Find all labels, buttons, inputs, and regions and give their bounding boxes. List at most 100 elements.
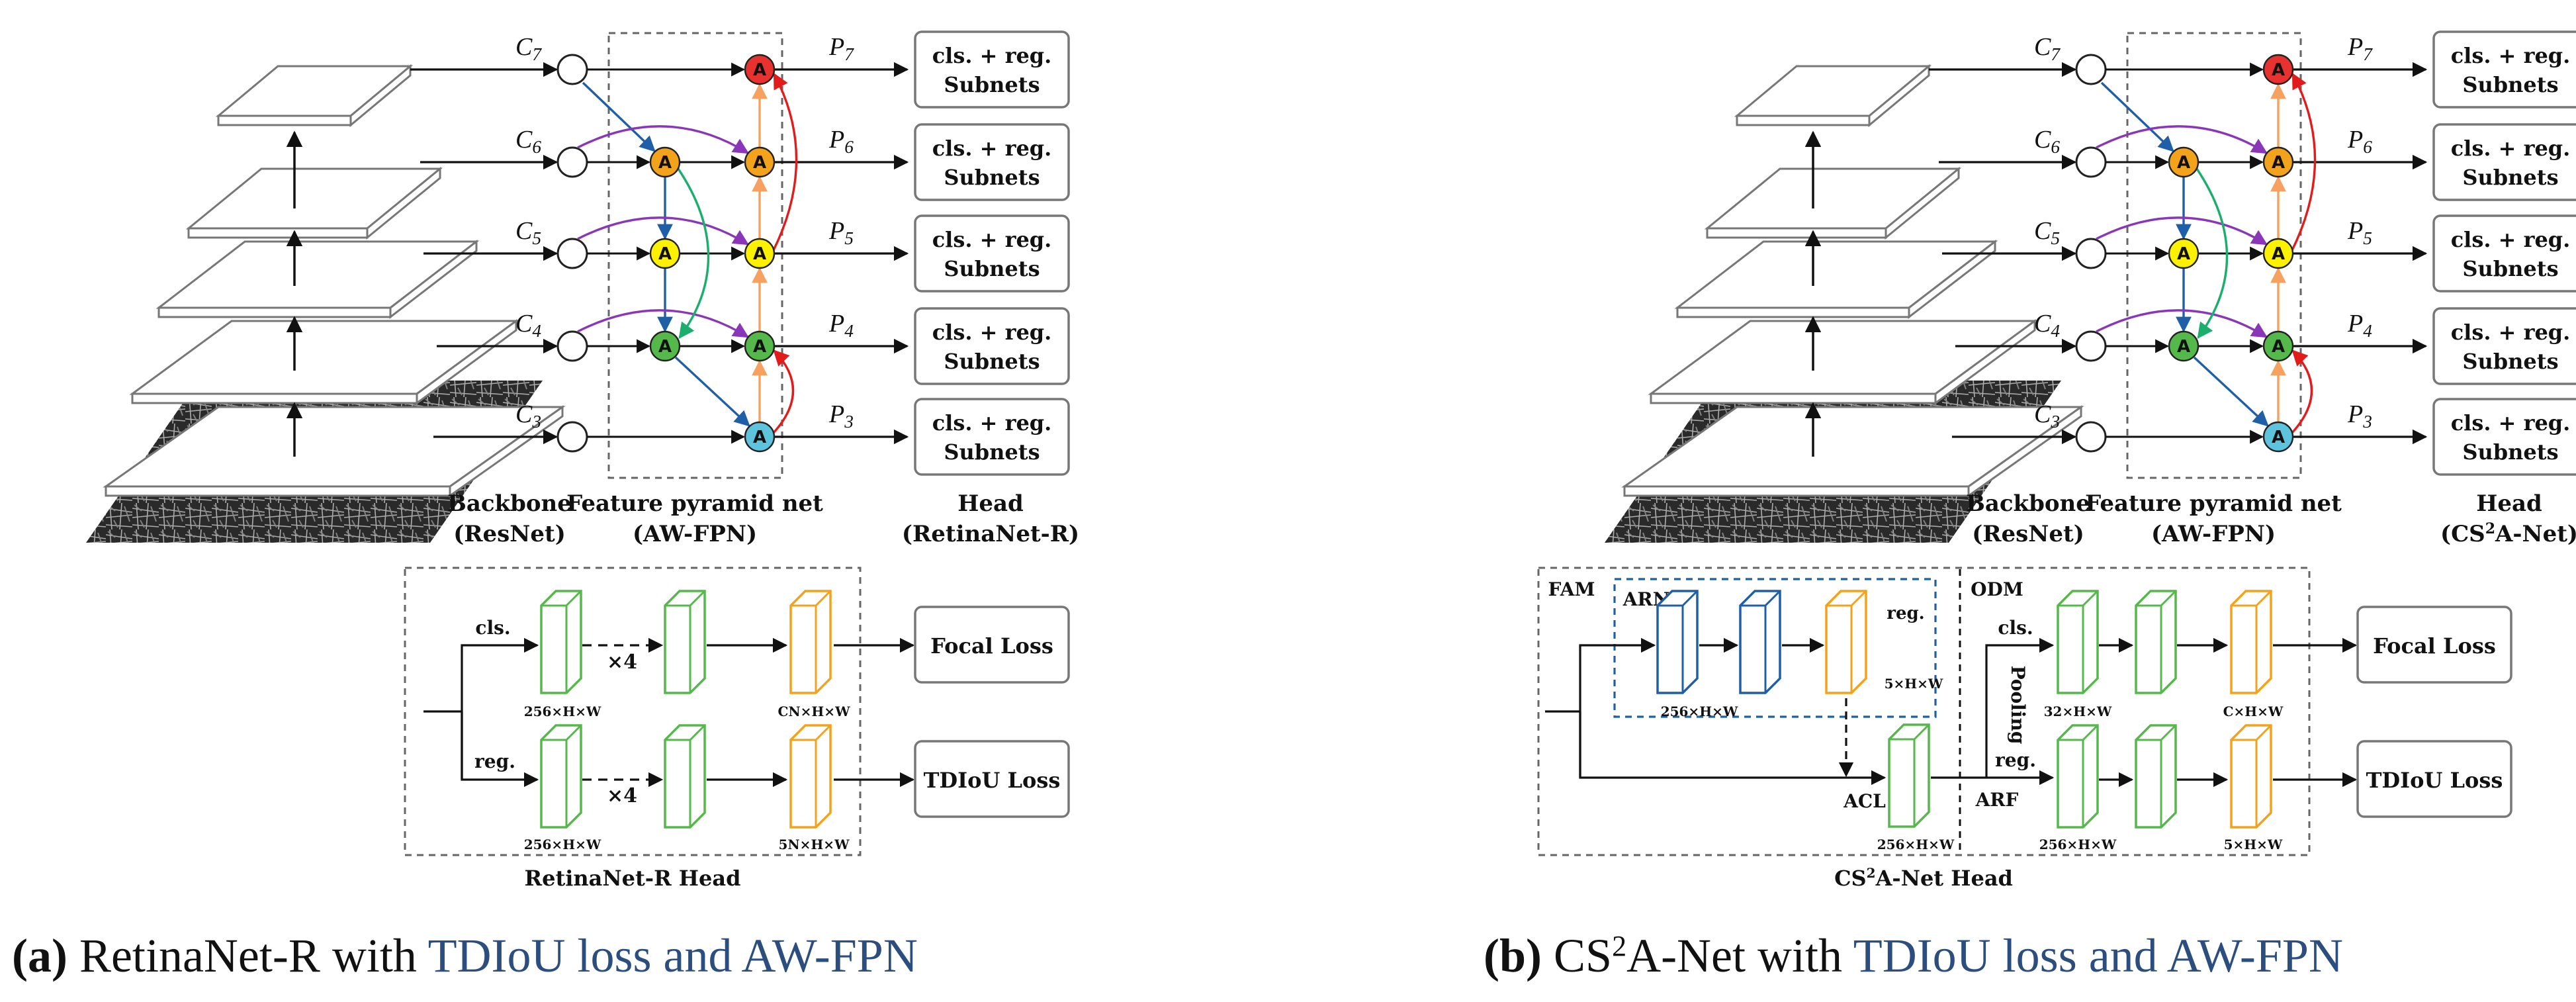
backbone-plate-4 <box>1704 166 1962 240</box>
slab-reg-2-edges <box>665 724 706 827</box>
label-p7: P7 <box>2347 33 2373 64</box>
backbone-plate-3-edge <box>1676 306 1910 318</box>
purple-arc-c6 <box>577 125 750 154</box>
subnet-p7: cls. + reg.Subnets <box>914 30 1070 109</box>
node-p4-circle <box>744 330 776 362</box>
red-arc-p5-p7 <box>772 72 798 252</box>
label-c6: C6 <box>515 126 541 157</box>
caption-head-b-2: (CS2A-Net) <box>2440 520 2576 547</box>
dim-reg-out: 5N×H×W <box>778 837 850 852</box>
dim-odm-c: C×H×W <box>2223 704 2284 719</box>
fpn-dashed-box <box>607 32 783 479</box>
slab-cls-2-edges <box>665 590 706 693</box>
arn-slab-2-edges <box>1740 590 1781 693</box>
backbone-plate-5-edge <box>217 114 352 126</box>
red-arc-p3-p4 <box>2290 349 2313 435</box>
head-cls-label: cls. <box>475 617 510 639</box>
green-arc-a6-a4 <box>2196 168 2229 339</box>
odm-slab-cls-2 <box>2135 590 2177 694</box>
dim-acl: 256×H×W <box>1877 837 1955 852</box>
arn-slab-2-body <box>1739 590 1781 694</box>
label-p6: P6 <box>2347 126 2372 157</box>
odm-cls-label: cls. <box>1998 617 2033 639</box>
node-p4-letter: A <box>753 337 766 357</box>
cs2a-focal-loss-label: Focal Loss <box>2373 633 2496 659</box>
slab-reg-1-edges <box>541 724 582 827</box>
backbone-plate-1-side <box>1967 405 2082 498</box>
subnet-p5-line2: Subnets <box>944 256 1040 281</box>
node-a5-circle <box>2168 238 2199 269</box>
subnet-p6: cls. + reg.Subnets <box>914 123 1070 201</box>
purple-arc-c5 <box>577 216 750 246</box>
arn-slab-reg <box>1825 590 1867 694</box>
node-a5: A <box>2168 238 2199 269</box>
odm-slab-reg-2 <box>2135 724 2177 829</box>
backbone-plate-3-side <box>389 239 478 320</box>
acl-slab <box>1888 723 1930 828</box>
odm-slab-cls-2-edges <box>2136 590 2177 693</box>
subnet-p5-box <box>914 214 1070 293</box>
label-c7: C7 <box>515 33 542 64</box>
node-p3: A <box>744 421 776 453</box>
subnet-p7-line1: cls. + reg. <box>932 43 1052 68</box>
backbone-plate-4-side <box>366 166 441 240</box>
slab-cls-1-edges <box>541 590 582 693</box>
caption-backbone-1: Backbone <box>447 490 572 517</box>
node-a4-circle <box>2168 330 2199 362</box>
node-a6: A <box>649 146 681 178</box>
acl-slab-body <box>1888 723 1930 828</box>
subnet-p3-box <box>914 398 1070 476</box>
cs2a-head-dashed-box <box>1537 567 2311 856</box>
subnet-p4-line1: cls. + reg. <box>932 320 1052 345</box>
node-c5 <box>2075 238 2107 269</box>
subnet-p3: cls. + reg. Subnets <box>2432 398 2576 476</box>
arn-slab-reg-edges <box>1826 590 1867 693</box>
arn-slab-reg-body <box>1825 590 1867 694</box>
blue-arrow-c7-a6 <box>582 81 656 152</box>
caption-fpn-1: Feature pyramid net <box>2085 490 2342 517</box>
node-c4 <box>556 330 588 362</box>
node-a4-letter: A <box>2177 337 2190 357</box>
purple-arc-c4 <box>2096 309 2268 338</box>
pooling-label: Pooling <box>2007 666 2029 745</box>
node-p4: A <box>2262 330 2294 362</box>
node-p7-circle <box>744 54 776 85</box>
arn-slab-1-body <box>1656 590 1699 694</box>
label-c4: C4 <box>515 310 541 341</box>
node-p5: A <box>744 238 776 269</box>
fam-lower-branch <box>1579 711 1887 786</box>
subnet-p3-line1: cls. + reg. <box>2451 410 2571 435</box>
subnet-p3-line2: Subnets <box>944 439 1040 465</box>
subnet-p3: cls. + reg. Subnets <box>914 398 1070 476</box>
node-a6-circle <box>649 146 681 178</box>
backbone-plate-1-side <box>449 405 564 498</box>
node-c7 <box>2075 54 2107 85</box>
odm-slab-cls-3-edges <box>2231 590 2272 693</box>
node-a4: A <box>2168 330 2199 362</box>
backbone-plate-3-top <box>1674 240 1998 309</box>
odm-cls-branch <box>1985 637 2055 778</box>
subnet-p5-box <box>2432 214 2576 293</box>
backbone-plate-3-edge <box>157 306 392 318</box>
node-c6 <box>556 146 588 178</box>
slab-reg-2 <box>664 724 706 829</box>
node-p6-circle <box>744 146 776 178</box>
slab-cls-2 <box>664 590 706 694</box>
backbone-plate-4 <box>185 166 443 240</box>
subnet-p7-box <box>2432 30 2576 109</box>
subnet-p5: cls. + reg.Subnets <box>2432 214 2576 293</box>
head-reg-label: reg. <box>474 751 515 772</box>
slab-cls-3 <box>789 590 832 694</box>
fam-label: FAM <box>1548 578 1595 600</box>
node-p3-circle <box>744 421 776 453</box>
label-p7: P7 <box>828 33 854 64</box>
slab-reg-3-body <box>789 724 832 829</box>
green-arc-a6-a4 <box>677 168 710 339</box>
subnet-p3-line2: Subnets <box>2462 439 2558 465</box>
node-p7: A <box>2262 54 2294 85</box>
label-c7: C7 <box>2034 33 2061 64</box>
subnet-p3-line1: cls. + reg. <box>932 410 1052 435</box>
arn-slab-2 <box>1739 590 1781 694</box>
